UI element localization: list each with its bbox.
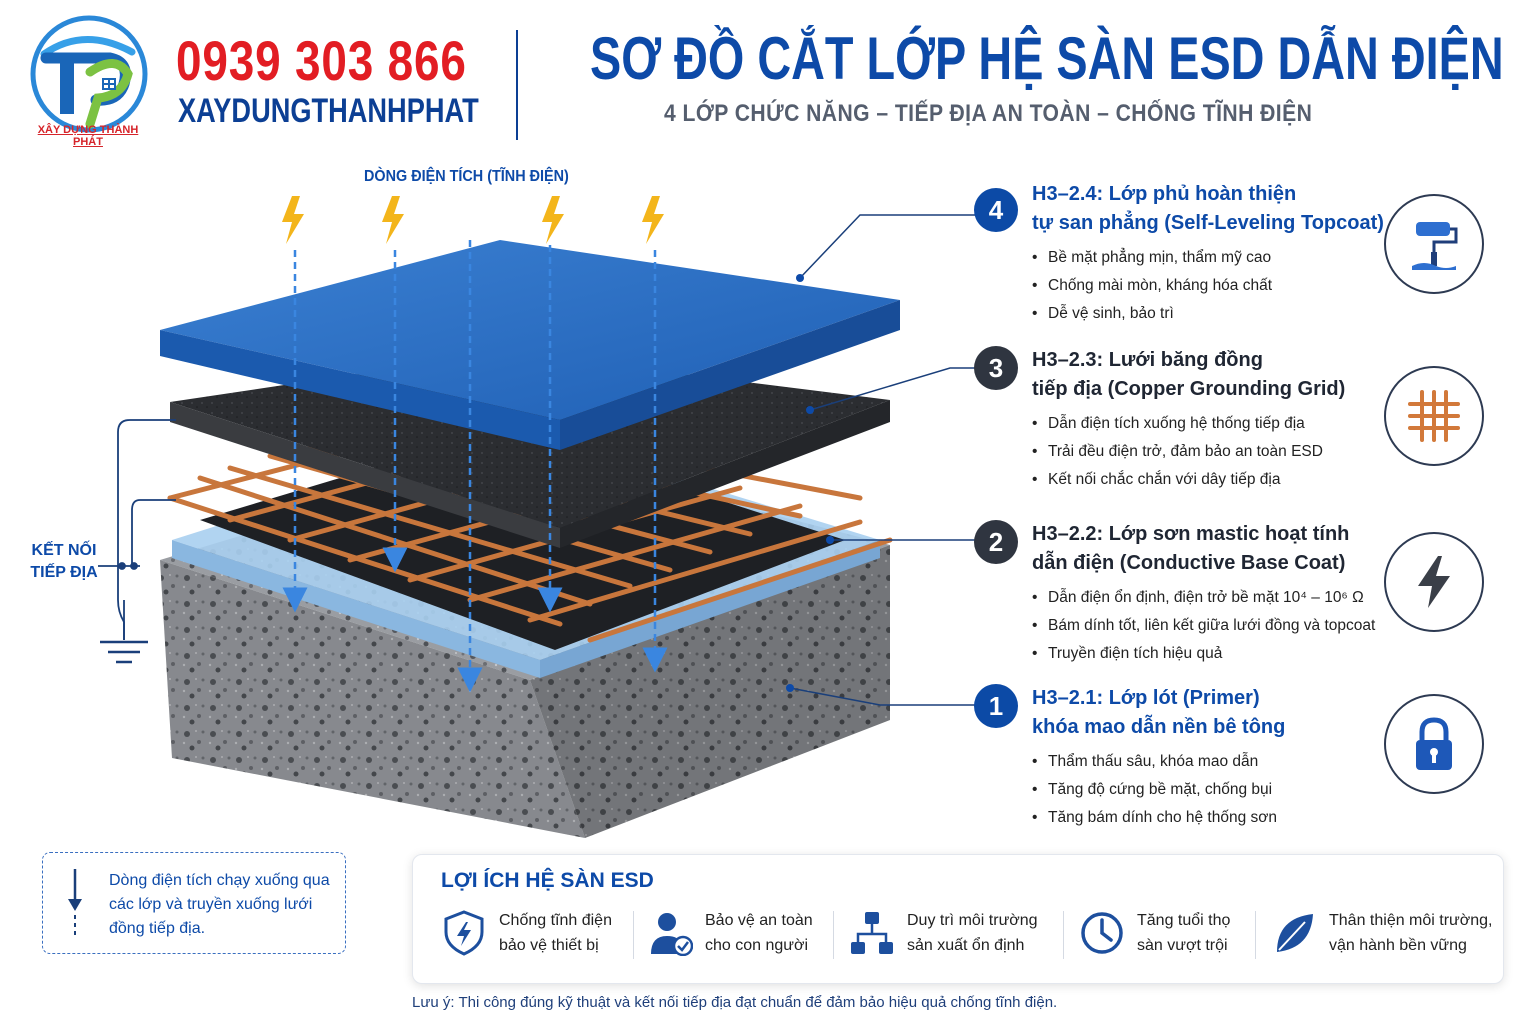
lightning-icon	[1384, 532, 1484, 632]
network-icon	[849, 910, 895, 956]
benefits-title: LỢI ÍCH HỆ SÀN ESD	[441, 869, 654, 892]
benefit-item: Bảo vệ an toàn cho con người	[647, 905, 813, 961]
benefit-5-line1: Thân thiện môi trường,	[1329, 912, 1493, 929]
benefit-divider	[1063, 911, 1064, 959]
padlock-icon	[1384, 694, 1484, 794]
page-subtitle: 4 LỚP CHỨC NĂNG – TIẾP ĐỊA AN TOÀN – CHỐ…	[664, 100, 1313, 127]
brand-name[interactable]: XAYDUNGTHANHPHAT	[178, 92, 479, 130]
benefit-divider	[1255, 911, 1256, 959]
layer-1-number: 1	[974, 684, 1018, 728]
layer-3-bullet: Kết nối chắc chắn với dây tiếp địa	[1032, 466, 1392, 494]
layer-4-bullet: Dễ vệ sinh, bảo trì	[1032, 300, 1392, 328]
benefit-item: Chống tĩnh điện bảo vệ thiết bị	[441, 905, 612, 961]
layer-2-bullet: Dẫn điện ổn định, điện trở bề mặt 10⁴ – …	[1032, 584, 1392, 612]
ground-label-line1: KẾT NỐI	[31, 542, 97, 559]
clock-icon	[1079, 910, 1125, 956]
layer-1-description: H3–2.1: Lớp lót (Primer) khóa mao dẫn nề…	[1032, 684, 1392, 832]
layer-3-title-line2: tiếp địa (Copper Grounding Grid)	[1032, 378, 1346, 400]
layer-3-bullet: Trải đều điện trở, đảm bảo an toàn ESD	[1032, 438, 1392, 466]
layer-1-bullet: Tăng bám dính cho hệ thống sơn	[1032, 804, 1392, 832]
black-mastic-slab	[170, 352, 890, 548]
primer-layer	[172, 430, 880, 678]
down-arrow-icon	[68, 869, 82, 939]
shield-lightning-icon	[441, 910, 487, 956]
copper-grounding-grid	[167, 415, 893, 643]
layer-1-title-line2: khóa mao dẫn nền bê tông	[1032, 716, 1286, 738]
layer-2-title-line1: H3–2.2: Lớp sơn mastic hoạt tính	[1032, 523, 1350, 545]
ground-wire	[98, 419, 176, 664]
layer-2-bullet: Truyền điện tích hiệu quả	[1032, 640, 1392, 668]
benefit-1-line1: Chống tĩnh điện	[499, 912, 612, 929]
layer-4-bullet: Chống mài mòn, kháng hóa chất	[1032, 272, 1392, 300]
grid-icon	[1384, 366, 1484, 466]
logo-caption: XÂY DỰNG THÀNH PHÁT	[37, 124, 139, 148]
paint-roller-icon	[1384, 194, 1484, 294]
note-text: Dòng điện tích chạy xuống qua các lớp và…	[109, 872, 330, 937]
layer-4-number: 4	[974, 188, 1018, 232]
charge-arrows	[282, 240, 668, 693]
benefit-item: Thân thiện môi trường, vận hành bền vững	[1271, 905, 1493, 961]
layer-4-title-line2: tự san phẳng (Self-Leveling Topcoat)	[1032, 212, 1384, 234]
benefit-divider	[833, 911, 834, 959]
header-divider	[516, 30, 518, 140]
charge-flow-label: DÒNG ĐIỆN TÍCH (TĨNH ĐIỆN)	[364, 168, 569, 185]
layer-2-bullet: Bám dính tốt, liên kết giữa lưới đồng và…	[1032, 612, 1392, 640]
layer-3-bullet: Dẫn điện tích xuống hệ thống tiếp địa	[1032, 410, 1392, 438]
ground-connection-label: KẾT NỐI TIẾP ĐỊA	[24, 540, 104, 584]
layer-1-bullet: Thẩm thấu sâu, khóa mao dẫn	[1032, 748, 1392, 776]
conductive-base-coat-layer	[200, 430, 845, 650]
lightning-bolt-icons	[282, 196, 664, 244]
benefit-2-line2: cho con người	[705, 937, 809, 954]
benefit-3-line2: sản xuất ổn định	[907, 937, 1025, 954]
leaf-icon	[1271, 910, 1317, 956]
layer-4-title-line1: H3–2.4: Lớp phủ hoàn thiện	[1032, 183, 1297, 205]
layer-2-title-line2: dẫn điện (Conductive Base Coat)	[1032, 552, 1346, 574]
blue-topcoat-slab	[160, 240, 900, 450]
benefit-4-line2: sàn vượt trội	[1137, 937, 1228, 954]
layer-3-number: 3	[974, 346, 1018, 390]
benefit-4-line1: Tăng tuổi thọ	[1137, 912, 1231, 929]
layer-4-description: H3–2.4: Lớp phủ hoàn thiện tự san phẳng …	[1032, 180, 1392, 328]
phone-number[interactable]: 0939 303 866	[176, 29, 467, 92]
benefit-item: Duy trì môi trường sản xuất ổn định	[849, 905, 1038, 961]
benefits-panel: LỢI ÍCH HỆ SÀN ESD Chống tĩnh điện bảo v…	[412, 854, 1504, 984]
layer-2-description: H3–2.2: Lớp sơn mastic hoạt tính dẫn điệ…	[1032, 520, 1392, 668]
layer-3-description: H3–2.3: Lưới băng đồng tiếp địa (Copper …	[1032, 346, 1392, 494]
benefit-divider	[633, 911, 634, 959]
footnote: Lưu ý: Thi công đúng kỹ thuật và kết nối…	[412, 994, 1058, 1011]
benefit-item: Tăng tuổi thọ sàn vượt trội	[1079, 905, 1230, 961]
layer-3-title-line1: H3–2.3: Lưới băng đồng	[1032, 349, 1263, 371]
charge-flow-note: Dòng điện tích chạy xuống qua các lớp và…	[42, 852, 346, 954]
page-title: SƠ ĐỒ CẮT LỚP HỆ SÀN ESD DẪN ĐIỆN	[590, 25, 1504, 92]
person-check-icon	[647, 910, 693, 956]
layer-4-bullet: Bề mặt phẳng mịn, thẩm mỹ cao	[1032, 244, 1392, 272]
benefit-1-line2: bảo vệ thiết bị	[499, 937, 599, 954]
company-logo	[30, 15, 148, 133]
layer-2-number: 2	[974, 520, 1018, 564]
benefit-5-line2: vận hành bền vững	[1329, 937, 1467, 954]
layer-1-title-line1: H3–2.1: Lớp lót (Primer)	[1032, 687, 1260, 709]
concrete-base-layer	[160, 450, 890, 838]
layer-1-bullet: Tăng độ cứng bề mặt, chống bụi	[1032, 776, 1392, 804]
callout-lines	[789, 214, 975, 706]
benefit-2-line1: Bảo vệ an toàn	[705, 912, 813, 929]
benefit-3-line1: Duy trì môi trường	[907, 912, 1038, 929]
ground-label-line2: TIẾP ĐỊA	[30, 564, 98, 581]
